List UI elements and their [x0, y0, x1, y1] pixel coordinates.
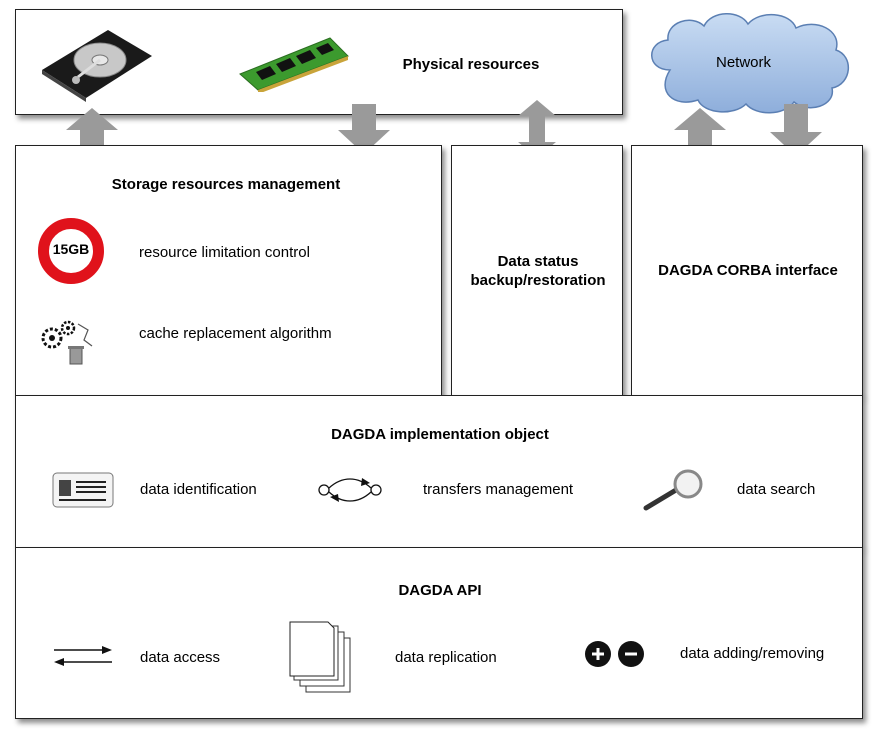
- physical-resources-box: Physical resources: [15, 9, 623, 115]
- storage-management-title: Storage resources management: [111, 176, 341, 193]
- limit-badge-text: 15GB: [52, 241, 90, 257]
- network-label: Network: [716, 54, 772, 71]
- resource-limitation-label: resource limitation control: [139, 244, 310, 261]
- implementation-object-box: DAGDA implementation object data identif…: [15, 395, 863, 548]
- cache-replacement-label: cache replacement algorithm: [139, 325, 332, 342]
- bidirectional-arrow-status: [518, 100, 556, 158]
- limit-sign-icon: 15GB: [38, 218, 104, 284]
- plus-icon: [585, 641, 611, 667]
- ram-module-icon: [239, 37, 349, 92]
- api-box: DAGDA API data access data replication d…: [15, 547, 863, 719]
- physical-resources-title: Physical resources: [402, 56, 540, 73]
- data-access-label: data access: [140, 649, 221, 666]
- magnifier-icon: [643, 469, 703, 511]
- down-arrow-storage: [338, 104, 390, 154]
- api-title: DAGDA API: [398, 582, 482, 599]
- swap-arrows-icon: [54, 646, 112, 666]
- data-search-label: data search: [737, 481, 816, 498]
- documents-icon: [289, 621, 351, 693]
- up-arrow-storage: [66, 108, 118, 156]
- data-identification-label: data identification: [140, 481, 257, 498]
- id-card-icon: [52, 472, 114, 508]
- transfers-management-label: transfers management: [423, 481, 574, 498]
- data-status-title-line2: backup/restoration: [470, 272, 606, 289]
- corba-interface-box: DAGDA CORBA interface: [631, 145, 863, 396]
- data-status-box: Data status backup/restoration: [451, 145, 623, 396]
- data-replication-label: data replication: [395, 649, 497, 666]
- data-status-title-line1: Data status: [497, 253, 579, 270]
- minus-icon: [618, 641, 644, 667]
- up-arrow-network: [674, 108, 726, 156]
- corba-interface-title: DAGDA CORBA interface: [658, 262, 838, 279]
- down-arrow-network: [770, 104, 822, 156]
- data-adding-removing-label: data adding/removing: [680, 645, 825, 662]
- storage-management-box: Storage resources management 15GB resour…: [15, 145, 442, 396]
- implementation-object-title: DAGDA implementation object: [331, 426, 549, 443]
- hard-disk-icon: [42, 30, 152, 102]
- cloud-icon: [651, 13, 850, 114]
- exchange-icon: [318, 478, 382, 502]
- gears-trash-icon: [41, 320, 93, 365]
